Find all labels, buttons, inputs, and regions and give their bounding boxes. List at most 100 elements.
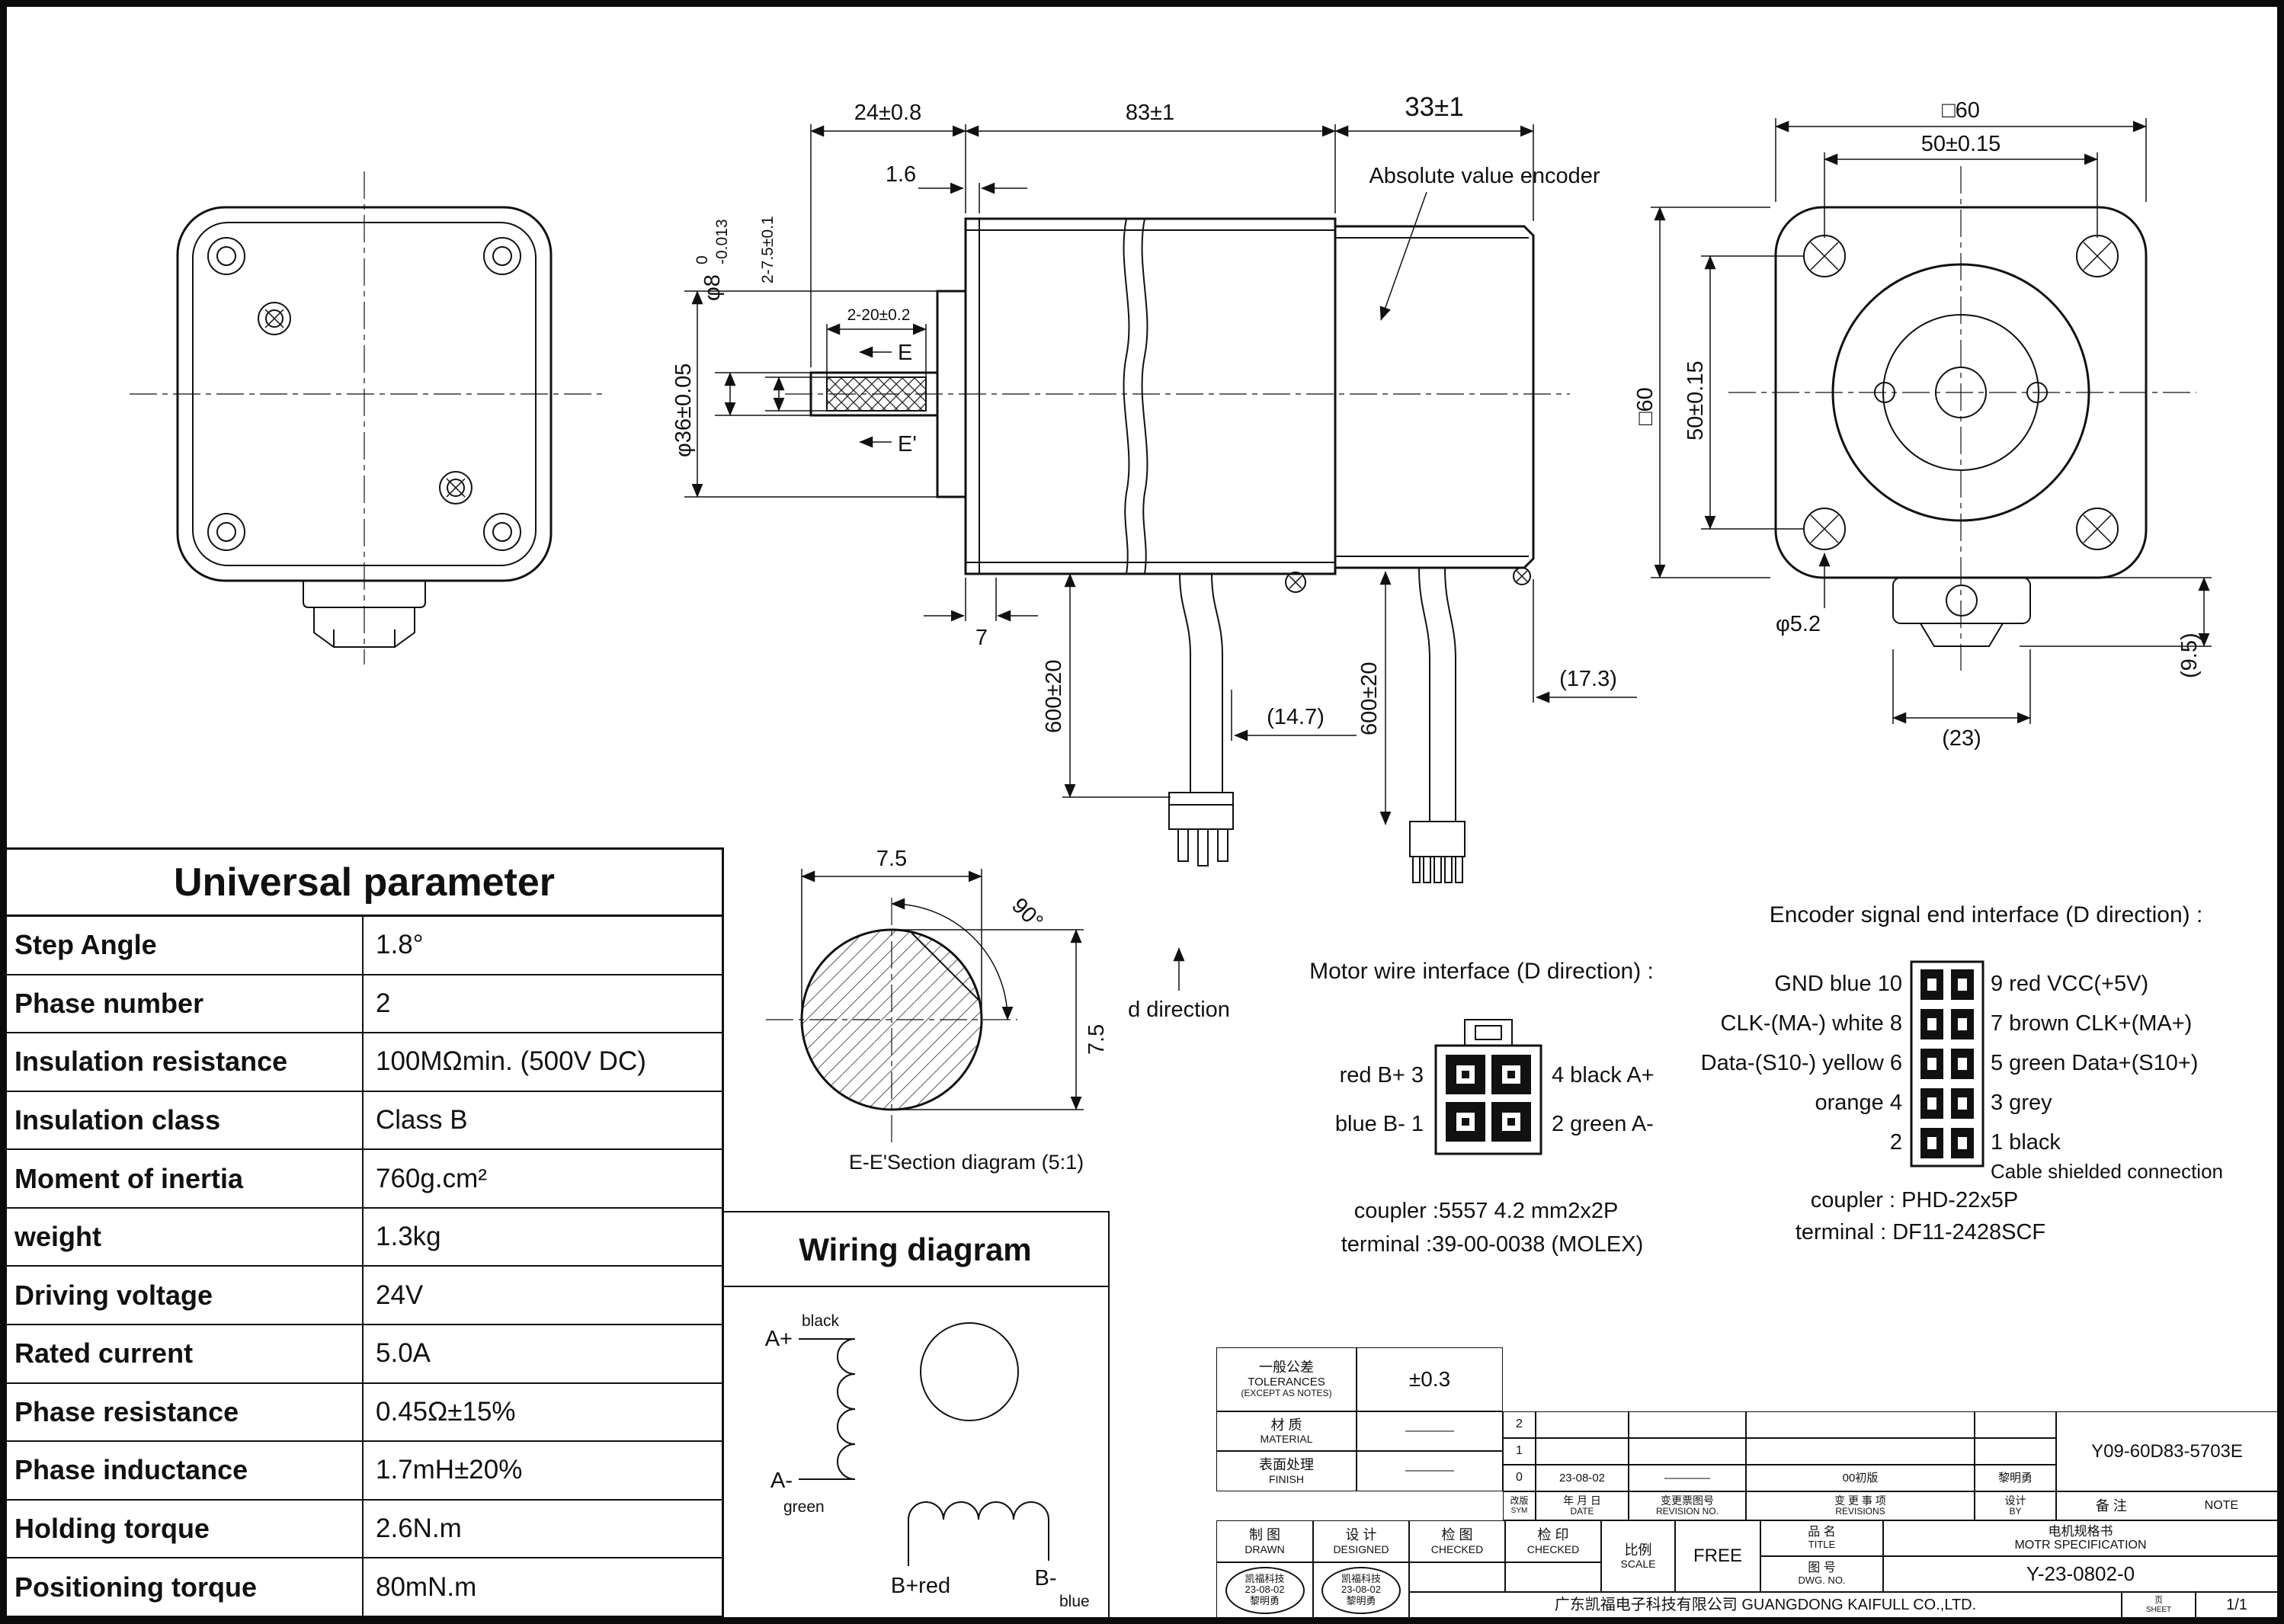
section-mark-e: E bbox=[898, 341, 912, 365]
parameter-label: Moment of inertia bbox=[7, 1150, 364, 1207]
body-break-line bbox=[1141, 218, 1148, 575]
checked-stamp-header-cell: 检 印 CHECKED bbox=[1505, 1520, 1601, 1562]
dim-cable2-length: 600±20 bbox=[1357, 571, 1392, 825]
parameter-value: 100MΩmin. (500V DC) bbox=[376, 1046, 646, 1077]
checked-header-cell: 检 图 CHECKED bbox=[1409, 1520, 1505, 1562]
drawn-header-cell: 制 图 DRAWN bbox=[1216, 1520, 1313, 1562]
dwg-value-cell: Y-23-0802-0 bbox=[1883, 1556, 2278, 1592]
phase-a-coil bbox=[799, 1338, 856, 1480]
motor-terminal: terminal :39-00-0038 (MOLEX) bbox=[1341, 1232, 1644, 1257]
shaft-flat-hatch bbox=[826, 376, 927, 412]
front-corner-holes bbox=[207, 237, 521, 551]
shield-note: Cable shielded connection bbox=[1991, 1160, 2223, 1183]
parameter-label: Driving voltage bbox=[7, 1267, 364, 1325]
dwg-label-cell: 图 号 DWG. NO. bbox=[1760, 1556, 1883, 1592]
a-plus-label: A+ bbox=[765, 1327, 793, 1351]
designed-stamp-cell: 凯福科技 23-08-02 黎明勇 bbox=[1313, 1562, 1409, 1618]
parameter-label: Insulation resistance bbox=[7, 1033, 364, 1091]
encoder-cable bbox=[1409, 567, 1466, 883]
finish-value-cell: ———— bbox=[1357, 1451, 1503, 1491]
svg-text:d direction: d direction bbox=[1128, 998, 1230, 1022]
front-view bbox=[130, 171, 602, 665]
svg-text:(17.3): (17.3) bbox=[1559, 667, 1617, 691]
d-direction-marker: d direction bbox=[1128, 947, 1230, 1022]
dim-17-3: (17.3) bbox=[1533, 579, 1637, 703]
rev-row-sym: 0 bbox=[1503, 1465, 1536, 1491]
table-row: Moment of inertia 760g.cm² bbox=[7, 1150, 722, 1209]
tolerance-label-cell: 一般公差 TOLERANCES (EXCEPT AS NOTES) bbox=[1216, 1347, 1357, 1411]
dim-cable1-length: 600±20 bbox=[1042, 573, 1171, 798]
rear-connector bbox=[1892, 577, 2031, 647]
dim-23: (23) bbox=[1942, 726, 1981, 751]
designed-header-cell: 设 计 DESIGNED bbox=[1313, 1520, 1409, 1562]
parameter-label: Phase inductance bbox=[7, 1442, 364, 1499]
dim-14-7: (14.7) bbox=[1231, 690, 1357, 742]
rev-row-revisions: 00初版 bbox=[1746, 1465, 1975, 1491]
encoder-signal-interface: Encoder signal end interface (D directio… bbox=[1701, 902, 2223, 1244]
material-value-cell: ———— bbox=[1357, 1411, 1503, 1451]
parameter-value: 1.3kg bbox=[376, 1222, 441, 1252]
rev-header-sym: 改版 SYM bbox=[1503, 1491, 1536, 1520]
side-view: Absolute value encoder 24±0.8 83±1 33±1 … bbox=[671, 92, 1637, 883]
svg-text:(14.7): (14.7) bbox=[1267, 705, 1325, 729]
motor-wire-interface: Motor wire interface (D direction) : red… bbox=[1309, 959, 1655, 1257]
dim-sq60-top: □60 bbox=[1942, 98, 1980, 123]
sheet-value-cell: 1/1 bbox=[2196, 1592, 2278, 1618]
parameter-value: 1.7mH±20% bbox=[376, 1455, 523, 1485]
finish-label-cell: 表面处理 FINISH bbox=[1216, 1451, 1357, 1491]
sheet-label-cell: 页 SHEET bbox=[2122, 1592, 2196, 1618]
material-label-cell: 材 质 MATERIAL bbox=[1216, 1411, 1357, 1451]
part-number-cell: Y09-60D83-5703E bbox=[2056, 1411, 2278, 1491]
rear-dims: □60 50±0.15 □60 50±0.15 φ5.2 (23) (9.5) bbox=[1633, 98, 2212, 751]
parameter-label: Phase number bbox=[7, 975, 364, 1033]
tolerance-value-cell: ±0.3 bbox=[1357, 1347, 1503, 1411]
table-row: Phase inductance 1.7mH±20% bbox=[7, 1442, 722, 1501]
motor-connector-cavities bbox=[1446, 1055, 1531, 1142]
encoder-interface-title: Encoder signal end interface (D directio… bbox=[1770, 902, 2203, 927]
encoder-label: Absolute value encoder bbox=[1369, 164, 1600, 188]
dim-sq60-left: □60 bbox=[1633, 387, 1658, 425]
parameter-label: Insulation class bbox=[7, 1091, 364, 1149]
section-mark-e-prime: E' bbox=[898, 432, 917, 456]
rev-row-sym: 2 bbox=[1503, 1411, 1536, 1438]
dim-5-2: φ5.2 bbox=[1776, 612, 1821, 636]
rev-row-by bbox=[1975, 1411, 2056, 1438]
body-break-line bbox=[1123, 218, 1130, 575]
dim-1-6: 1.6 bbox=[886, 162, 1027, 213]
encoder-connector-cavities bbox=[1920, 969, 1974, 1158]
encoder-pin-7: 7 brown CLK+(MA+) bbox=[1991, 1011, 2192, 1036]
svg-text:1.6: 1.6 bbox=[886, 162, 916, 187]
encoder-coupler: coupler : PHD-22x5P bbox=[1811, 1188, 2018, 1212]
dim-24: 24±0.8 bbox=[854, 101, 922, 125]
svg-text:600±20: 600±20 bbox=[1357, 661, 1382, 735]
svg-text:600±20: 600±20 bbox=[1042, 659, 1066, 733]
rev-header-no: 变更票图号 REVISION NO. bbox=[1629, 1491, 1746, 1520]
checked-stamp-empty-cell bbox=[1505, 1562, 1601, 1592]
b-plus-label: B+red bbox=[891, 1574, 950, 1598]
svg-text:φ8: φ8 bbox=[700, 274, 725, 301]
motor-symbol bbox=[920, 1322, 1019, 1421]
front-cover-screws bbox=[258, 302, 472, 504]
b-minus-label: B- bbox=[1035, 1566, 1057, 1590]
parameter-value: 760g.cm² bbox=[376, 1163, 487, 1193]
rev-row-no: ———— bbox=[1629, 1465, 1746, 1491]
parameter-table-title: Universal parameter bbox=[7, 850, 722, 917]
rev-row-sym: 1 bbox=[1503, 1438, 1536, 1465]
encoder-pin-3: 3 grey bbox=[1991, 1091, 2052, 1115]
svg-text:-0.013: -0.013 bbox=[713, 219, 731, 264]
phase-b-coil bbox=[908, 1501, 1049, 1566]
motor-pin2-label: 2 green A- bbox=[1552, 1112, 1654, 1136]
parameter-label: weight bbox=[7, 1208, 364, 1266]
section-view: 7.5 7.5 90° E-E'Section diagram (5:1) d … bbox=[766, 847, 1230, 1174]
rev-row-date bbox=[1536, 1438, 1629, 1465]
motor-cable bbox=[1168, 573, 1234, 866]
parameter-value: 80mN.m bbox=[376, 1571, 477, 1602]
parameter-label: Holding torque bbox=[7, 1500, 364, 1558]
